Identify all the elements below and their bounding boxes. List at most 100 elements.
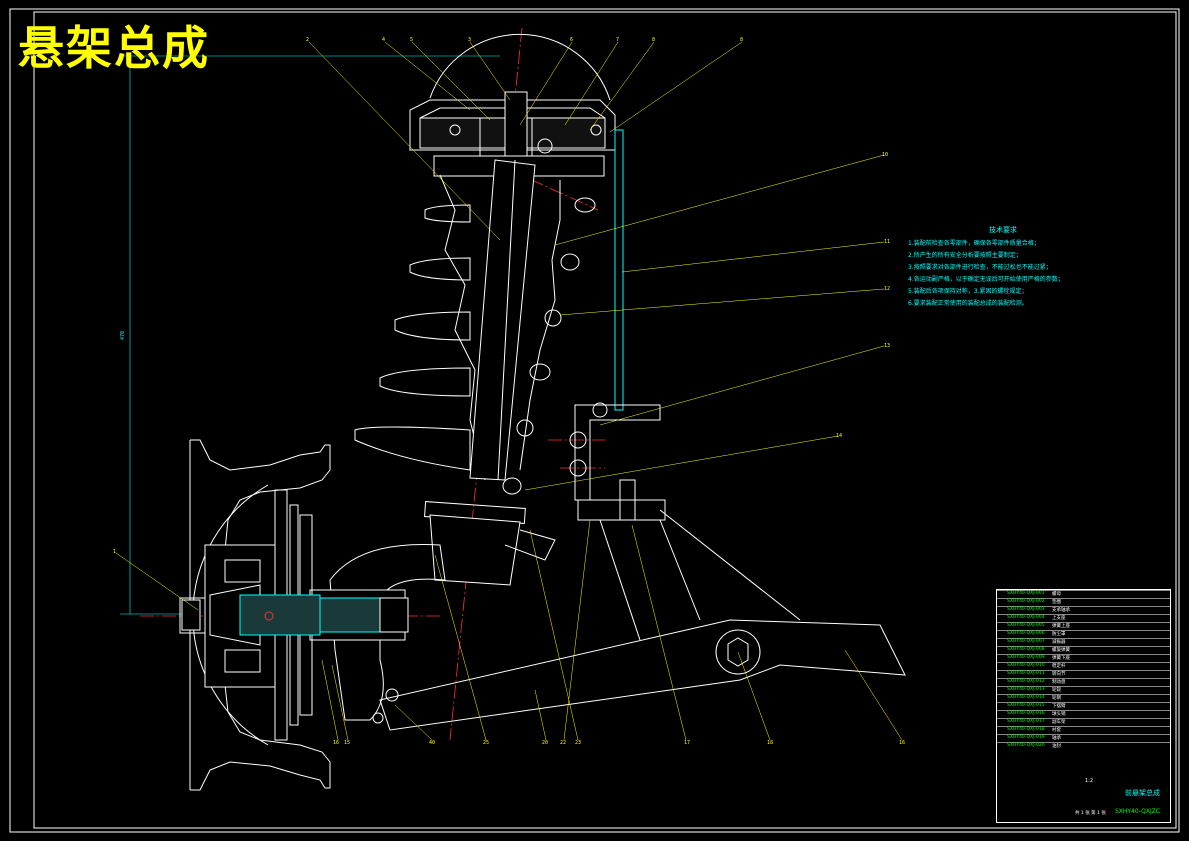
- inner-frame: [33, 11, 1177, 829]
- technical-requirements: 技术要求 1.装配前检查各零部件，确保各零部件质量合格； 2.所产生的所有安全分…: [908, 224, 1098, 310]
- parts-list-row: SXHY40-QXJ-005 弹簧上座: [997, 622, 1170, 630]
- callout-labels: 2 4 5 3 6 7 8 8 10 11 12 13 14 1 16 15 4…: [113, 37, 905, 746]
- callout-left-1: 1: [113, 549, 116, 555]
- part-code: SXHY40-QXJ-014: [1007, 695, 1045, 700]
- callout-top-8: 8: [740, 37, 743, 43]
- parts-list-row: SXHY40-QXJ-011 转向节: [997, 670, 1170, 678]
- part-name: 弹簧上座: [1052, 624, 1070, 629]
- part-name: 轮辋: [1052, 696, 1061, 701]
- callout-bottom-2: 15: [344, 740, 350, 746]
- part-code: SXHY40-QXJ-020: [1007, 743, 1045, 748]
- callout-bottom-5: 20: [542, 740, 548, 746]
- parts-list-row: SXHY40-QXJ-020 油封: [997, 742, 1170, 750]
- part-name: 稳定杆: [1052, 664, 1066, 669]
- callout-top-5: 6: [570, 37, 573, 43]
- sheet-count: 共 1 张 第 1 张: [1075, 811, 1106, 816]
- callout-top-7: 8: [652, 37, 655, 43]
- note-item: 3.按照要求对各部件进行检查，不能过松也不能过紧；: [908, 264, 1052, 271]
- part-code: SXHY40-QXJ-010: [1007, 663, 1045, 668]
- part-code: SXHY40-QXJ-008: [1007, 647, 1045, 652]
- steering-knuckle: [309, 543, 446, 721]
- top-mount: [409, 33, 616, 177]
- notes-heading: 技术要求: [989, 226, 1017, 234]
- part-name: 油封: [1052, 744, 1061, 749]
- part-name: 下摆臂: [1052, 704, 1066, 709]
- part-name: 副车架: [1052, 720, 1066, 725]
- part-name: 制动盘: [1052, 680, 1066, 685]
- part-name: 螺旋弹簧: [1052, 648, 1070, 653]
- callout-bottom-3: 40: [429, 740, 435, 746]
- parts-list-row: SXHY40-QXJ-019 轴承: [997, 734, 1170, 742]
- callout-right-3: 12: [884, 286, 890, 292]
- callout-top-4: 3: [468, 37, 471, 43]
- part-name: 防尘罩: [1052, 632, 1066, 637]
- part-name: 支承轴承: [1052, 608, 1070, 613]
- callout-bottom-10: 16: [899, 740, 905, 746]
- parts-list-row: SXHY40-QXJ-016 球头销: [997, 710, 1170, 718]
- parts-list-row: SXHY40-QXJ-004 上支座: [997, 614, 1170, 622]
- callout-right-5: 14: [836, 433, 842, 439]
- part-name: 轴承: [1052, 736, 1061, 741]
- lower-control-arm: [372, 509, 906, 731]
- part-code: SXHY40-QXJ-009: [1007, 655, 1045, 660]
- callout-right-1: 10: [882, 152, 888, 158]
- drawing-title: 悬架总成: [18, 21, 210, 75]
- part-name: 螺母: [1052, 592, 1061, 597]
- note-item: 6.要求装配正常使用的装配总成的装配检测。: [908, 300, 1028, 307]
- parts-list-row: SXHY40-QXJ-013 轮毂: [997, 686, 1170, 694]
- callout-bottom-6: 22: [560, 740, 566, 746]
- part-code: SXHY40-QXJ-011: [1007, 671, 1045, 676]
- parts-list-row: SXHY40-QXJ-006 防尘罩: [997, 630, 1170, 638]
- part-code: SXHY40-QXJ-005: [1007, 623, 1045, 628]
- parts-list-row: SXHY40-QXJ-015 下摆臂: [997, 702, 1170, 710]
- note-item: 5.装配后各项保持对称，3.紧固的螺栓规定；: [908, 288, 1028, 295]
- part-name: 弹簧下座: [1052, 656, 1070, 661]
- wheel-assembly: [179, 439, 331, 791]
- part-code: SXHY40-QXJ-016: [1007, 711, 1045, 716]
- shock-absorber: [424, 159, 556, 586]
- part-code: SXHY40-QXJ-012: [1007, 679, 1045, 684]
- part-name: 球头销: [1052, 712, 1066, 717]
- coil-spring: [354, 197, 596, 495]
- part-code: SXHY40-QXJ-017: [1007, 719, 1045, 724]
- callout-bottom-1: 16: [333, 740, 339, 746]
- parts-list-row: SXHY40-QXJ-010 稳定杆: [997, 662, 1170, 670]
- parts-list-row: SXHY40-QXJ-003 支承轴承: [997, 606, 1170, 614]
- parts-list-row: SXHY40-QXJ-017 副车架: [997, 718, 1170, 726]
- dust-boot: [439, 174, 561, 481]
- parts-list-row: SXHY40-QXJ-014 轮辋: [997, 694, 1170, 702]
- callout-top-1: 2: [306, 37, 309, 43]
- part-code: SXHY40-QXJ-015: [1007, 703, 1045, 708]
- note-item: 2.所产生的所有安全分析要按照主要制定；: [908, 252, 1022, 259]
- height-dimension: [120, 55, 500, 615]
- callout-top-3: 5: [410, 37, 413, 43]
- part-code: SXHY40-QXJ-006: [1007, 631, 1045, 636]
- part-code: SXHY40-QXJ-019: [1007, 735, 1045, 740]
- scale: 1:2: [1085, 778, 1094, 784]
- parts-list-row: SXHY40-QXJ-012 制动盘: [997, 678, 1170, 686]
- leader-lines: [115, 41, 903, 741]
- callout-bottom-4: 25: [483, 740, 489, 746]
- part-code: SXHY40-QXJ-003: [1007, 607, 1045, 612]
- dimension-value: 470: [120, 331, 126, 340]
- part-code: SXHY40-QXJ-004: [1007, 615, 1045, 620]
- part-code: SXHY40-QXJ-013: [1007, 687, 1045, 692]
- part-name: 垫圈: [1052, 600, 1061, 605]
- bracket: [569, 129, 666, 521]
- parts-list-row: SXHY40-QXJ-001 螺母: [997, 590, 1170, 598]
- part-name: 轮毂: [1052, 688, 1061, 693]
- drawing-number: SXHY40-QXJZC: [1115, 808, 1161, 815]
- part-name: 转向节: [1052, 672, 1066, 677]
- callout-bottom-7: 23: [575, 740, 581, 746]
- part-code: SXHY40-QXJ-018: [1007, 727, 1045, 732]
- part-code: SXHY40-QXJ-001: [1007, 591, 1045, 596]
- callout-top-2: 4: [382, 37, 385, 43]
- callout-bottom-9: 18: [767, 740, 773, 746]
- parts-list-row: SXHY40-QXJ-008 螺旋弹簧: [997, 646, 1170, 654]
- callout-top-6: 7: [616, 37, 619, 43]
- drawing-name: 前悬架总成: [1125, 789, 1160, 797]
- part-name: 上支座: [1052, 616, 1066, 621]
- title-block: 前悬架总成 SXHY40-QXJZC 1:2 共 1 张 第 1 张 SXHY4…: [996, 589, 1171, 823]
